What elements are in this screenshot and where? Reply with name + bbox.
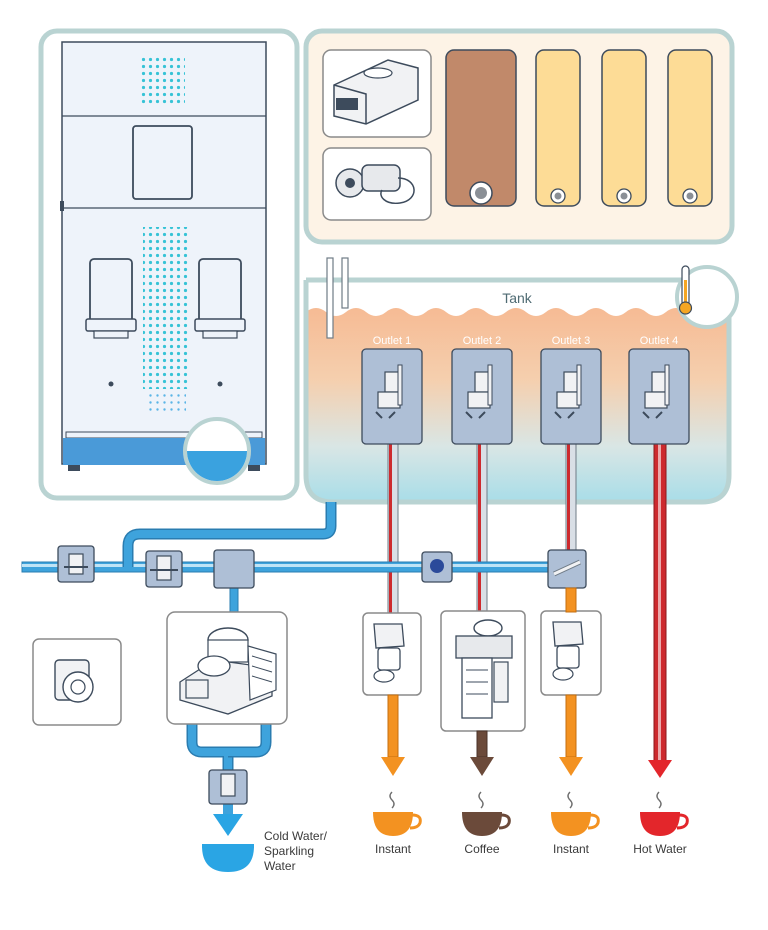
cold-valve bbox=[208, 769, 248, 805]
top-vent-dots bbox=[140, 56, 185, 105]
mixer-icon bbox=[540, 610, 602, 696]
tank: Tank bbox=[303, 257, 739, 505]
machine-front-panel bbox=[38, 28, 300, 501]
right-dispenser bbox=[194, 258, 246, 387]
hopper-3 bbox=[667, 49, 713, 207]
cold-label-line-3: Water bbox=[264, 859, 296, 873]
ingredient-panel bbox=[303, 28, 735, 245]
output-3-label: Instant bbox=[553, 842, 590, 856]
cup-body bbox=[462, 812, 502, 836]
mixer-icon bbox=[362, 612, 422, 696]
cup-body bbox=[373, 812, 413, 836]
steam-icon bbox=[389, 791, 395, 809]
grinder-icon bbox=[322, 49, 432, 138]
outlet-2: Outlet 2 bbox=[451, 335, 513, 445]
cup-3 bbox=[551, 791, 600, 836]
cup-4 bbox=[640, 791, 689, 836]
cold-water-pipes bbox=[21, 502, 583, 836]
outlet-1-label: Outlet 1 bbox=[373, 335, 412, 347]
cup-1 bbox=[373, 791, 422, 836]
cooler-icon bbox=[166, 611, 288, 725]
valve-icon bbox=[465, 364, 493, 419]
tank-label: Tank bbox=[502, 290, 533, 306]
steam-icon bbox=[478, 791, 484, 809]
display-screen bbox=[132, 125, 193, 200]
water-level-magnifier bbox=[183, 417, 251, 485]
outlet-3-label: Outlet 3 bbox=[552, 335, 591, 347]
flow-sensor bbox=[421, 551, 453, 583]
outlet-4-label: Outlet 4 bbox=[640, 335, 679, 347]
valve-icon bbox=[642, 364, 670, 419]
output-1-label: Instant bbox=[375, 842, 412, 856]
cold-label-line-2: Sparkling bbox=[264, 844, 314, 858]
hopper-coffee bbox=[445, 49, 517, 207]
cup-handle bbox=[676, 813, 689, 830]
cup-handle bbox=[498, 813, 511, 830]
output-2-label: Coffee bbox=[464, 842, 499, 856]
outlet-1: Outlet 1 bbox=[361, 335, 423, 445]
output-4-label: Hot Water bbox=[633, 842, 687, 856]
hopper-1 bbox=[535, 49, 581, 207]
cup-handle bbox=[409, 813, 422, 830]
level-sensor-rods bbox=[326, 257, 349, 339]
pressure-valve bbox=[145, 550, 183, 588]
center-vent-dots bbox=[143, 227, 188, 389]
cup-2 bbox=[462, 791, 511, 836]
outlet-4: Outlet 4 bbox=[628, 335, 690, 445]
inlet-valve bbox=[57, 545, 95, 583]
valve-icon bbox=[375, 364, 403, 419]
brewer-icon bbox=[440, 610, 526, 732]
mixer-valve bbox=[547, 549, 587, 589]
cold-cup: Cold Water/ Sparkling Water bbox=[202, 829, 328, 873]
cup-body bbox=[640, 812, 680, 836]
cups bbox=[373, 791, 689, 836]
cup-body bbox=[551, 812, 591, 836]
thermometer-icon bbox=[675, 265, 739, 329]
cup-handle bbox=[587, 813, 600, 830]
valve-icon bbox=[554, 364, 582, 419]
cold-label-line-1: Cold Water/ bbox=[264, 829, 328, 843]
steam-icon bbox=[656, 791, 662, 809]
cold-arrow bbox=[213, 814, 243, 836]
pump-icon bbox=[322, 147, 432, 221]
left-dispenser bbox=[85, 258, 137, 387]
fan-icon bbox=[32, 638, 122, 726]
outlet-2-label: Outlet 2 bbox=[463, 335, 502, 347]
steam-icon bbox=[567, 791, 573, 809]
splitter-box bbox=[213, 549, 255, 589]
outlet-3: Outlet 3 bbox=[540, 335, 602, 445]
output-flows bbox=[381, 587, 672, 778]
hopper-2 bbox=[601, 49, 647, 207]
